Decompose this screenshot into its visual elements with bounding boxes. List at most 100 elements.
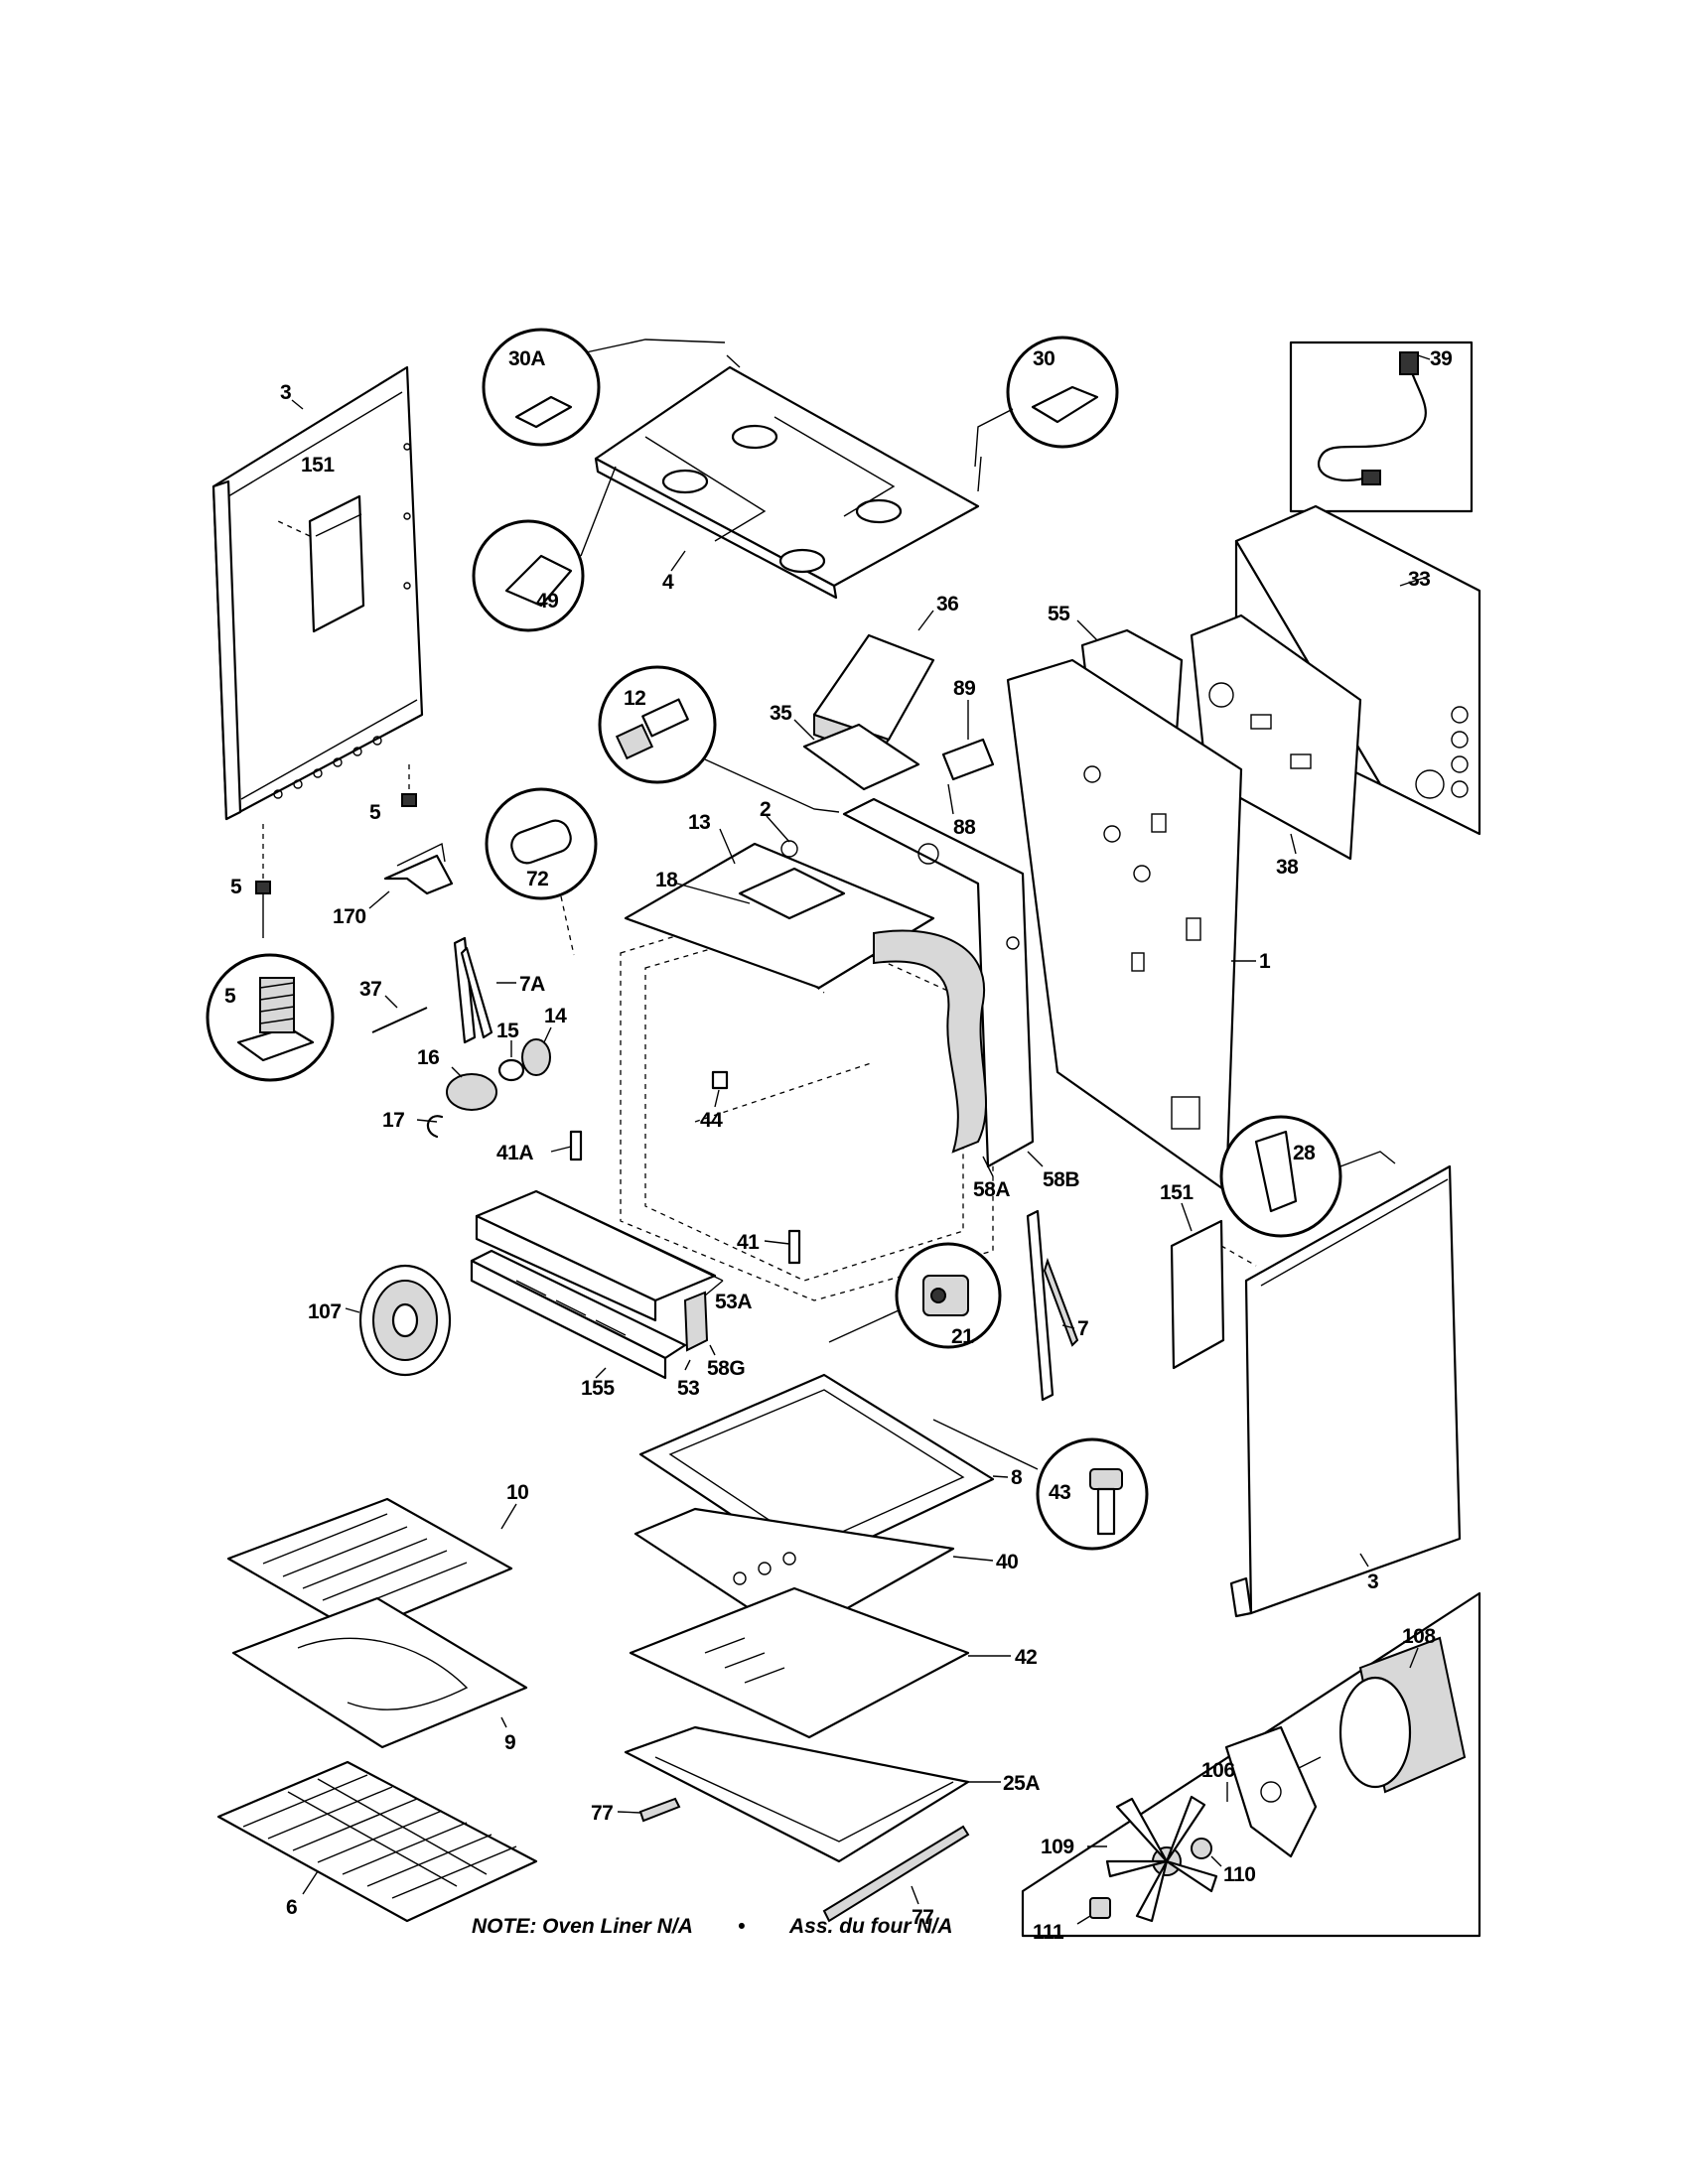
callout-35: 35 — [770, 702, 792, 725]
clip-41 — [787, 1229, 801, 1265]
callout-44: 44 — [700, 1109, 723, 1132]
callout-3-left: 3 — [280, 381, 291, 404]
clip-28 — [1254, 1130, 1298, 1213]
callout-108: 108 — [1402, 1625, 1436, 1648]
shield-42 — [629, 1586, 970, 1739]
plate-35 — [802, 723, 920, 791]
callout-55: 55 — [1048, 603, 1070, 625]
callout-16: 16 — [417, 1046, 439, 1069]
callout-14: 14 — [544, 1005, 567, 1027]
left-heat-shield — [277, 494, 365, 633]
callout-77-right: 77 — [912, 1906, 933, 1929]
clip-41a — [569, 1130, 583, 1161]
callout-3-right: 3 — [1367, 1570, 1378, 1593]
nut-111 — [1089, 1897, 1111, 1919]
trim-58g — [683, 1291, 709, 1352]
leveling-leg-upper — [401, 764, 417, 807]
cooktop-main-top — [594, 365, 980, 600]
callout-40: 40 — [996, 1551, 1018, 1573]
bracket-170 — [383, 842, 454, 895]
callout-12: 12 — [624, 687, 645, 710]
callout-25a: 25A — [1003, 1772, 1040, 1795]
wire-37 — [371, 1007, 428, 1033]
light-bulb-15 — [497, 1058, 525, 1082]
bracket-49 — [504, 554, 573, 608]
callout-106: 106 — [1201, 1759, 1235, 1782]
callout-33: 33 — [1408, 568, 1430, 591]
washer-110 — [1191, 1838, 1212, 1859]
callout-5-upper: 5 — [369, 801, 381, 824]
light-socket-14 — [521, 1038, 551, 1076]
rack-guide-7 — [1026, 1209, 1079, 1402]
callout-110: 110 — [1223, 1863, 1255, 1886]
motor-108 — [1280, 1636, 1467, 1794]
power-cord — [1318, 351, 1427, 485]
callout-42: 42 — [1015, 1646, 1037, 1669]
callout-41a: 41A — [496, 1142, 533, 1164]
insulation-58b — [842, 797, 1035, 1168]
fan-cover-107 — [358, 1264, 452, 1377]
callout-21: 21 — [951, 1325, 974, 1348]
drawer-frame-25a — [624, 1725, 970, 1863]
vent-155 — [470, 1249, 687, 1380]
callout-30: 30 — [1033, 347, 1055, 370]
bulb-44 — [711, 1070, 729, 1090]
callout-151-right: 151 — [1160, 1181, 1194, 1204]
fan-blade-109 — [1105, 1795, 1218, 1923]
bracket-89 — [941, 738, 995, 781]
detail-bubble-43 — [1036, 1437, 1149, 1551]
callout-9: 9 — [504, 1731, 515, 1754]
oven-top-plate — [624, 840, 935, 990]
callout-28: 28 — [1293, 1142, 1316, 1164]
oven-rack-6 — [216, 1760, 538, 1923]
callout-8: 8 — [1011, 1466, 1023, 1489]
callout-5-bubble: 5 — [224, 985, 236, 1008]
callout-30a: 30A — [508, 347, 545, 370]
callout-7a: 7A — [519, 973, 545, 996]
callout-5-lower: 5 — [230, 876, 242, 898]
callout-17: 17 — [382, 1109, 404, 1132]
callout-53: 53 — [677, 1377, 699, 1400]
insulation-58a — [873, 929, 988, 1154]
clip-30a — [514, 395, 573, 429]
callout-72: 72 — [526, 868, 548, 890]
callout-58b: 58B — [1043, 1168, 1079, 1191]
callout-58a: 58A — [973, 1178, 1010, 1201]
right-side-panel — [1229, 1164, 1462, 1618]
callout-4: 4 — [662, 571, 674, 594]
callout-43: 43 — [1049, 1481, 1070, 1504]
callout-155: 155 — [581, 1377, 615, 1400]
footer-note: NOTE: Oven Liner N/A • Ass. du four N/A — [472, 1915, 953, 1938]
bracket-106 — [1224, 1725, 1318, 1858]
trim-53a — [475, 1189, 724, 1322]
callout-49: 49 — [536, 590, 558, 613]
callout-13: 13 — [688, 811, 710, 834]
sensor-12 — [615, 698, 689, 760]
callout-111: 111 — [1033, 1921, 1064, 1944]
callout-36: 36 — [936, 593, 958, 615]
callout-37: 37 — [359, 978, 381, 1001]
leveling-leg-detail — [236, 977, 315, 1062]
callout-10: 10 — [506, 1481, 528, 1504]
power-cord-inset-box — [1289, 341, 1474, 513]
back-wall-1 — [1006, 658, 1243, 1193]
lens-16 — [446, 1073, 497, 1111]
callout-88: 88 — [953, 816, 976, 839]
detail-bubble-30a — [482, 328, 601, 447]
callout-15: 15 — [496, 1020, 519, 1042]
clip-30 — [1031, 385, 1099, 424]
part-21 — [922, 1275, 969, 1316]
slide-rail-77-left — [638, 1797, 681, 1823]
callout-151-left: 151 — [301, 454, 335, 477]
right-heat-shield — [1170, 1219, 1257, 1370]
callout-7: 7 — [1077, 1317, 1088, 1340]
heat-shield-40 — [633, 1507, 955, 1640]
callout-2: 2 — [760, 798, 771, 821]
callout-58g: 58G — [707, 1357, 745, 1380]
bulb-72 — [510, 819, 572, 865]
rack-guide-7a — [453, 936, 493, 1044]
note-bullet: • — [738, 1915, 745, 1938]
leveling-leg-lower — [255, 824, 271, 938]
note-english: NOTE: Oven Liner N/A — [472, 1915, 693, 1938]
